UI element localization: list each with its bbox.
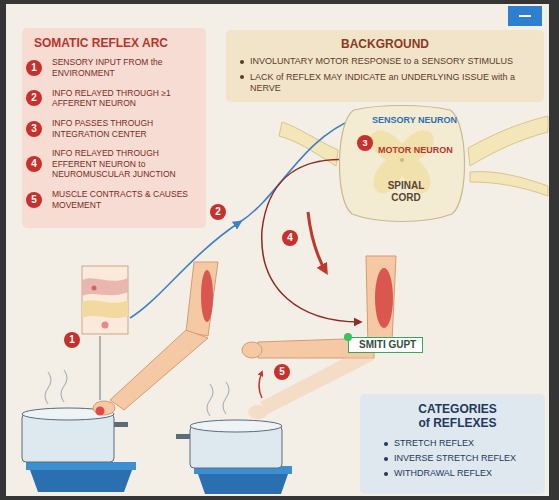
callout-digit: 3 xyxy=(362,138,367,148)
cooking-pot xyxy=(176,434,190,439)
step-text: MUSCLE CONTRACTS & CAUSES MOVEMENT xyxy=(30,189,198,210)
diagram-ground xyxy=(6,4,549,496)
efferent-arrow xyxy=(308,212,326,272)
callout-digit: 1 xyxy=(31,63,37,73)
cooking-pot xyxy=(114,422,128,427)
skin-inset xyxy=(82,266,128,334)
steam xyxy=(223,382,229,414)
leader-line xyxy=(100,336,101,400)
arm xyxy=(366,256,396,346)
biceps-muscle xyxy=(375,268,393,328)
stove xyxy=(30,470,132,492)
callout-digit: 5 xyxy=(31,195,37,205)
arm xyxy=(186,262,218,336)
spinal-cord: SENSORY NEURON MOTOR NEURON SPINAL CORD 3 xyxy=(332,104,472,224)
neuron-label: SENSORY NEURON xyxy=(372,115,457,125)
nerve-root xyxy=(470,172,548,196)
step-text: INFO PASSES THROUGH INTEGRATION CENTER xyxy=(30,118,198,139)
reflex-steps-panel: SOMATIC REFLEX ARC SENSORY INPUT FROM the… xyxy=(22,28,206,228)
watermark-label: SMITI GUPT xyxy=(348,337,423,353)
arm-motion-ghost xyxy=(248,405,268,419)
callout-number: 3 xyxy=(26,121,42,137)
stove xyxy=(198,474,288,494)
arm-motion-ghost xyxy=(248,346,374,419)
callout-number: 2 xyxy=(26,90,42,106)
structure-label: SPINAL CORD xyxy=(378,180,434,203)
steam xyxy=(61,370,67,402)
steam xyxy=(207,384,213,416)
callout-digit: 1 xyxy=(69,335,75,345)
step-text: INFO RELAYED THROUGH EFFERENT NEURON to … xyxy=(30,148,198,180)
skin-inset xyxy=(92,286,97,291)
biceps-muscle xyxy=(201,268,393,328)
cooking-pot xyxy=(22,408,282,468)
callout-digit: 2 xyxy=(215,207,221,217)
stove xyxy=(26,462,136,470)
arm xyxy=(93,401,115,415)
callout-digit: 4 xyxy=(31,159,37,169)
motion-arrow xyxy=(259,372,262,398)
watermark-text: SMITI GUPT xyxy=(359,339,416,351)
central-canal xyxy=(400,158,404,162)
neuron-label: MOTOR NEURON xyxy=(378,145,453,155)
steam xyxy=(45,372,51,404)
callout-digit: 4 xyxy=(287,233,293,243)
callout-digit: 3 xyxy=(31,124,37,134)
panel-heading: SOMATIC REFLEX ARC xyxy=(34,36,198,50)
callout-number: 5 xyxy=(26,192,42,208)
skin-inset xyxy=(82,300,128,318)
cooking-pot xyxy=(190,420,282,432)
biceps-muscle xyxy=(201,270,213,322)
callout-digit: 5 xyxy=(279,367,285,377)
skin-inset xyxy=(82,278,128,296)
bullet-text: INVOLUNTARY MOTOR RESPONSE to a SENSORY … xyxy=(238,56,532,67)
callout-number: 5 xyxy=(274,364,290,380)
burn-spot xyxy=(96,407,105,416)
arm xyxy=(242,342,262,358)
background-panel: BACKGROUND INVOLUNTARY MOTOR RESPONSE to … xyxy=(226,30,544,102)
nerve-root xyxy=(468,116,548,166)
minimize-button xyxy=(508,6,542,26)
callout-number: 4 xyxy=(282,230,298,246)
cooking-pot xyxy=(22,414,114,462)
bullet-text: INVERSE STRETCH REFLEX xyxy=(382,453,533,464)
callout-digit: 2 xyxy=(31,93,37,103)
skin-inset xyxy=(82,266,128,334)
callout-number: 2 xyxy=(210,204,226,220)
bullet-text: STRETCH REFLEX xyxy=(382,438,533,449)
minimize-button xyxy=(519,15,531,17)
minimize-button xyxy=(508,6,542,26)
callout-number: 1 xyxy=(26,60,42,76)
callout-number: 1 xyxy=(64,332,80,348)
bullet-text: LACK of REFLEX MAY INDICATE an UNDERLYIN… xyxy=(238,72,532,95)
arm-motion-ghost xyxy=(260,346,374,414)
arm xyxy=(110,330,208,410)
step-text: INFO RELAYED THROUGH ≥1 AFFERENT NEURON xyxy=(30,88,198,109)
callout-number: 3 xyxy=(357,135,373,151)
bullet-text: WITHDRAWAL REFLEX xyxy=(382,468,533,479)
skin-inset xyxy=(102,322,109,329)
callout-number: 4 xyxy=(26,156,42,172)
categories-panel: CATEGORIES of REFLEXES STRETCH REFLEX INVE… xyxy=(360,394,545,494)
step-text: SENSORY INPUT FROM the ENVIRONMENT xyxy=(30,57,198,78)
white-matter xyxy=(339,106,464,222)
panel-heading: BACKGROUND xyxy=(238,37,532,51)
panel-heading: CATEGORIES of REFLEXES xyxy=(414,402,502,431)
